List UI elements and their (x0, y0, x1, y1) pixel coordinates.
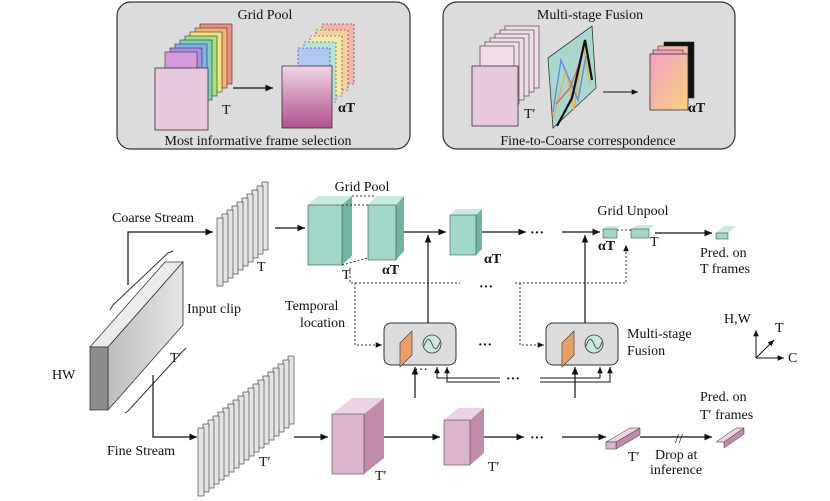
fusion-module-2 (545, 322, 619, 368)
pred-t-block (715, 226, 736, 240)
temporal-location-line2: location (300, 316, 345, 331)
fine-output-block (605, 427, 641, 450)
fine-frame-stack (471, 25, 540, 127)
feedback-ellipsis: ··· (506, 372, 520, 387)
fine-stream-label: Fine Stream (107, 444, 175, 459)
fine-block-1-label: T′ (375, 469, 387, 484)
pooled-frame-stack (281, 23, 355, 129)
coarse-frames (216, 181, 269, 287)
fine-block-2 (443, 408, 484, 466)
grid-unpool-label: Grid Unpool (597, 204, 668, 219)
axis-hw-label: H,W (724, 312, 752, 327)
input-clip-label: Input clip (187, 302, 241, 317)
grid-pool-input-label: T (222, 103, 231, 118)
grid-pool-output-block (367, 196, 404, 261)
unpool-out-label: T (650, 235, 659, 250)
fine-block-2-label: T′ (488, 460, 500, 475)
fused-frame-stack (649, 41, 695, 111)
unpool-output-block (630, 225, 655, 239)
grid-pool-caption: Most informative frame selection (165, 134, 352, 149)
unpool-in-label: αT (598, 239, 616, 254)
multi-stage-fusion-line2: Fusion (627, 344, 665, 359)
correspondence-plane (547, 25, 597, 129)
grid-pool-label: Grid Pool (335, 180, 390, 195)
pred-t-prime-line1: Pred. on (700, 390, 747, 405)
pred-t-prime-line2: T′ frames (700, 408, 753, 423)
feedback-dots-left: ··· (414, 363, 428, 378)
fine-frames-label: T′ (259, 455, 271, 470)
coarse-block (449, 209, 482, 256)
multi-stage-fusion-panel: Multi-stage Fusion T′ αT Fine-to-Coa (442, 1, 736, 150)
axes-indicator (753, 330, 784, 361)
drop-line1: Drop at (655, 448, 697, 463)
pred-t-line2: T frames (700, 262, 750, 277)
grid-pool-out-label: αT (382, 263, 400, 278)
coarse-frames-label: T (257, 260, 266, 275)
drop-line2: inference (650, 463, 702, 478)
coarse-stream-label: Coarse Stream (112, 211, 194, 226)
axis-c-label: C (788, 351, 797, 366)
hw-label: HW (52, 368, 76, 383)
fusion-panel-title: Multi-stage Fusion (537, 8, 643, 23)
fusion-input-label: T′ (524, 107, 536, 122)
fine-block-1 (331, 398, 384, 475)
fusion-output-label: αT (688, 101, 706, 116)
grid-pool-panel-title: Grid Pool (238, 8, 293, 23)
axis-t-label: T (775, 321, 784, 336)
fusion-ellipsis: ··· (478, 338, 492, 353)
grid-pool-in-label: T (342, 268, 351, 283)
pred-t-prime-block (715, 427, 745, 449)
grid-pool-input-block (307, 196, 352, 266)
input-clip (89, 260, 184, 412)
temporal-ellipsis: ··· (479, 280, 493, 295)
coarse-ellipsis: ··· (530, 226, 544, 241)
rainbow-frame-stack (154, 23, 233, 131)
fine-frames (197, 355, 295, 497)
pred-t-line1: Pred. on (700, 246, 747, 261)
fine-output-label: T′ (628, 450, 640, 465)
fine-ellipsis: ··· (530, 431, 544, 446)
fusion-module-1 (383, 322, 457, 368)
grid-pool-output-label: αT (338, 101, 356, 116)
grid-pool-panel: Grid Pool T αT Most informative frame se… (116, 1, 411, 150)
multi-stage-fusion-line1: Multi-stage (627, 327, 692, 342)
drop-mark: // (675, 432, 683, 447)
coarse-block-label: αT (484, 252, 502, 267)
fusion-caption: Fine-to-Coarse correspondence (500, 134, 675, 149)
temporal-location-line1: Temporal (285, 299, 339, 314)
unpool-input-block (602, 226, 621, 239)
